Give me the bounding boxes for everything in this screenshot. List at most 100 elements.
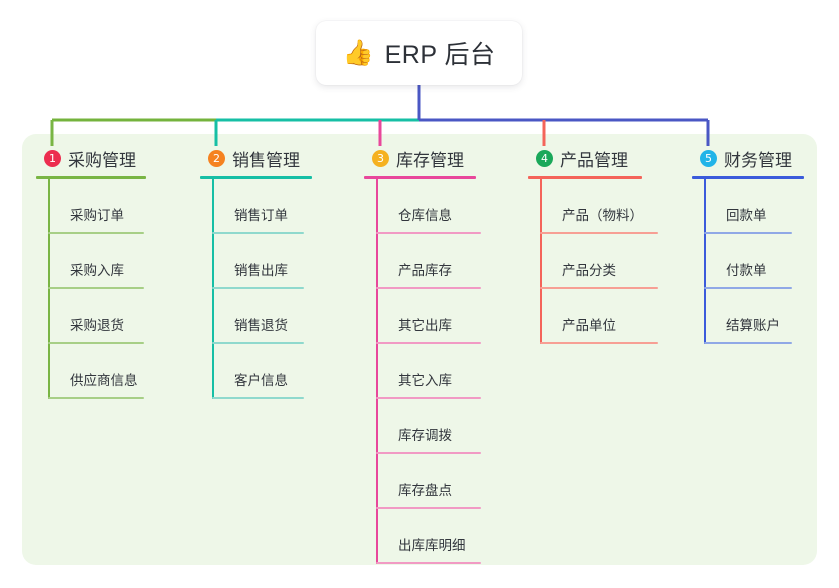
leaf-underline (212, 232, 304, 234)
leaf-item[interactable]: 其它入库 (376, 344, 481, 399)
branch-leaf-list-3: 仓库信息产品库存其它出库其它入库库存调拨库存盘点出库库明细 (376, 179, 481, 564)
branch-column-2: 2 销售管理销售订单销售出库销售退货客户信息 (200, 146, 312, 399)
leaf-label: 仓库信息 (398, 208, 452, 223)
root-node-title: ERP 后台 (384, 41, 496, 69)
leaf-item[interactable]: 销售退货 (212, 289, 312, 344)
leaf-label: 产品单位 (562, 318, 616, 333)
branch-leaf-list-4: 产品（物料） 产品分类产品单位 (540, 179, 658, 344)
branch-spine-2 (212, 179, 214, 399)
branch-column-3: 3 库存管理仓库信息产品库存其它出库其它入库库存调拨库存盘点出库库明细 (364, 146, 481, 564)
branch-badge-1: 1 (44, 149, 61, 167)
leaf-label: 销售订单 (234, 208, 288, 223)
branch-badge-3: 3 (372, 149, 389, 167)
leaf-item[interactable]: 销售出库 (212, 234, 312, 289)
branches-panel (22, 134, 817, 565)
leaf-label: 采购入库 (70, 263, 124, 278)
leaf-item[interactable]: 采购订单 (48, 179, 146, 234)
branch-spine-1 (48, 179, 50, 399)
branch-badge-4: 4 (536, 149, 553, 167)
leaf-item[interactable]: 采购退货 (48, 289, 146, 344)
leaf-label: 库存盘点 (398, 483, 452, 498)
leaf-label: 产品（物料） (562, 208, 643, 223)
leaf-item[interactable]: 仓库信息 (376, 179, 481, 234)
leaf-label: 供应商信息 (70, 373, 138, 388)
leaf-underline (540, 232, 658, 234)
leaf-underline (540, 287, 658, 289)
leaf-label: 销售退货 (234, 318, 288, 333)
leaf-label: 其它入库 (398, 373, 452, 388)
branch-spine-3 (376, 179, 378, 564)
leaf-label: 产品库存 (398, 263, 452, 278)
leaf-underline (212, 397, 304, 399)
leaf-label: 结算账户 (726, 318, 780, 333)
leaf-label: 库存调拨 (398, 428, 452, 443)
leaf-underline (48, 232, 144, 234)
branch-header-4[interactable]: 4 产品管理 (528, 146, 642, 170)
leaf-item[interactable]: 产品分类 (540, 234, 658, 289)
leaf-label: 产品分类 (562, 263, 616, 278)
leaf-underline (376, 397, 481, 399)
leaf-underline (376, 507, 481, 509)
leaf-item[interactable]: 回款单 (704, 179, 804, 234)
leaf-item[interactable]: 产品（物料） (540, 179, 658, 234)
leaf-underline (212, 287, 304, 289)
leaf-label: 采购订单 (70, 208, 124, 223)
leaf-item[interactable]: 库存盘点 (376, 454, 481, 509)
leaf-label: 出库库明细 (398, 538, 466, 553)
branch-header-2[interactable]: 2 销售管理 (200, 146, 312, 170)
branch-header-3[interactable]: 3 库存管理 (364, 146, 476, 170)
branch-leaf-list-5: 回款单付款单结算账户 (704, 179, 804, 344)
leaf-underline (376, 562, 481, 564)
leaf-underline (212, 342, 304, 344)
leaf-underline (376, 287, 481, 289)
branch-leaf-list-2: 销售订单销售出库销售退货客户信息 (212, 179, 312, 399)
branch-title-2: 销售管理 (232, 150, 300, 170)
leaf-label: 回款单 (726, 208, 767, 223)
leaf-item[interactable]: 库存调拨 (376, 399, 481, 454)
branch-title-4: 产品管理 (560, 150, 628, 170)
branch-underline-4 (528, 176, 642, 179)
leaf-underline (48, 397, 144, 399)
branch-spine-4 (540, 179, 542, 344)
branch-badge-2: 2 (208, 149, 225, 167)
branch-title-5: 财务管理 (724, 150, 792, 170)
leaf-label: 客户信息 (234, 373, 288, 388)
branch-column-1: 1 采购管理采购订单采购入库采购退货供应商信息 (36, 146, 146, 399)
leaf-underline (376, 232, 481, 234)
leaf-underline (704, 342, 792, 344)
branch-underline-1 (36, 176, 146, 179)
leaf-underline (376, 452, 481, 454)
leaf-underline (376, 342, 481, 344)
leaf-item[interactable]: 采购入库 (48, 234, 146, 289)
leaf-item[interactable]: 产品单位 (540, 289, 658, 344)
branch-title-1: 采购管理 (68, 150, 136, 170)
branch-underline-5 (692, 176, 804, 179)
leaf-label: 销售出库 (234, 263, 288, 278)
branch-column-4: 4 产品管理产品（物料） 产品分类产品单位 (528, 146, 658, 344)
leaf-label: 付款单 (726, 263, 767, 278)
leaf-label: 采购退货 (70, 318, 124, 333)
leaf-underline (704, 232, 792, 234)
thumbs-up-icon: 👍 (342, 38, 374, 67)
leaf-item[interactable]: 付款单 (704, 234, 804, 289)
branch-header-1[interactable]: 1 采购管理 (36, 146, 146, 170)
leaf-item[interactable]: 供应商信息 (48, 344, 146, 399)
leaf-item[interactable]: 销售订单 (212, 179, 312, 234)
branch-title-3: 库存管理 (396, 150, 464, 170)
leaf-item[interactable]: 其它出库 (376, 289, 481, 344)
leaf-item[interactable]: 结算账户 (704, 289, 804, 344)
leaf-label: 其它出库 (398, 318, 452, 333)
leaf-underline (540, 342, 658, 344)
root-node-content: 👍 ERP 后台 (342, 35, 495, 71)
branch-spine-5 (704, 179, 706, 344)
leaf-item[interactable]: 出库库明细 (376, 509, 481, 564)
branch-underline-2 (200, 176, 312, 179)
root-node[interactable]: 👍 ERP 后台 (316, 21, 522, 85)
leaf-item[interactable]: 客户信息 (212, 344, 312, 399)
leaf-item[interactable]: 产品库存 (376, 234, 481, 289)
branch-leaf-list-1: 采购订单采购入库采购退货供应商信息 (48, 179, 146, 399)
